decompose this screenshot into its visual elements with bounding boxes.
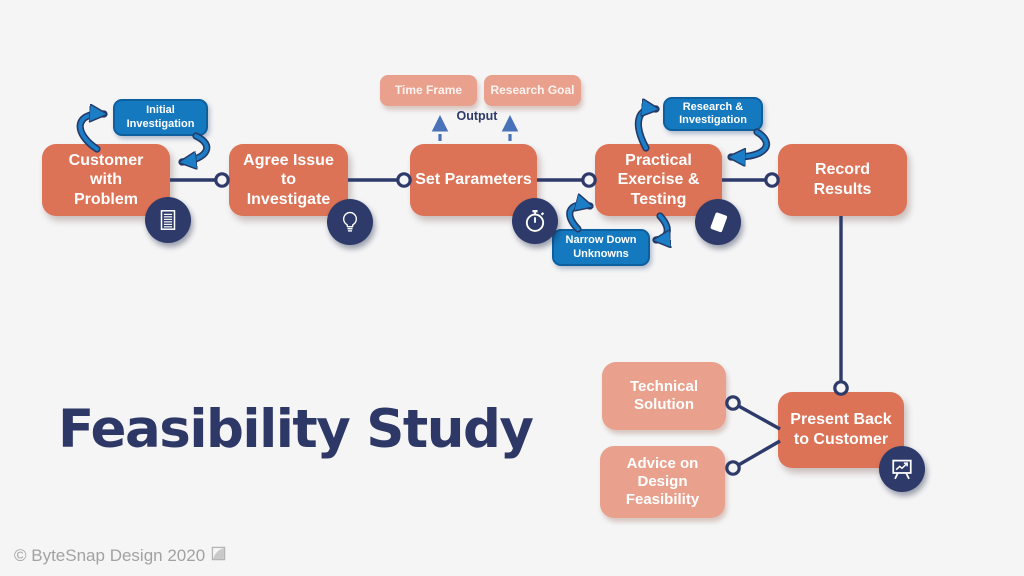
lightbulb-icon	[327, 199, 373, 245]
node-time-frame: Time Frame	[380, 75, 477, 106]
node-label: Research Goal	[490, 83, 575, 98]
node-label: Agree Issue to Investigate	[243, 151, 334, 208]
node-label: Narrow Down Unknowns	[565, 234, 637, 260]
node-label: Technical Solution	[629, 377, 699, 413]
copyright-label: © ByteSnap Design 2020	[14, 546, 206, 565]
node-advice-design-feasibility: Advice on Design Feasibility	[600, 446, 725, 518]
output-arrows	[431, 115, 519, 141]
node-label: Record Results	[813, 161, 872, 198]
presentation-chart-icon	[879, 446, 925, 492]
page-title: Feasibility Study	[58, 399, 534, 460]
node-agree-issue: Agree Issue to Investigate	[229, 144, 348, 216]
node-initial-investigation: Initial Investigation	[113, 99, 208, 136]
tablet-icon	[695, 199, 741, 245]
node-label: Present Back to Customer	[790, 411, 892, 448]
output-label: Output	[456, 109, 498, 123]
node-set-parameters: Set Parameters	[410, 144, 537, 216]
document-icon	[145, 197, 191, 243]
node-label: Research & Investigation	[679, 100, 747, 126]
node-practical-exercise: Practical Exercise & Testing	[595, 144, 722, 216]
node-research-investigation: Research & Investigation	[663, 97, 763, 131]
folded-page-icon	[211, 546, 226, 566]
node-record-results: Record Results	[778, 144, 907, 216]
node-label: Initial Investigation	[126, 104, 195, 130]
copyright-text: © ByteSnap Design 2020	[14, 546, 226, 566]
node-label: Customer with Problem	[68, 151, 144, 208]
node-label: Set Parameters	[415, 171, 532, 189]
node-label: Advice on Design Feasibility	[625, 454, 700, 509]
node-label: Time Frame	[394, 83, 463, 98]
node-label: Practical Exercise & Testing	[617, 151, 700, 208]
node-research-goal: Research Goal	[484, 75, 581, 106]
node-customer-with-problem: Customer with Problem	[42, 144, 170, 216]
node-narrow-down-unknowns: Narrow Down Unknowns	[552, 229, 650, 266]
stopwatch-icon	[512, 198, 558, 244]
node-technical-solution: Technical Solution	[602, 362, 726, 430]
